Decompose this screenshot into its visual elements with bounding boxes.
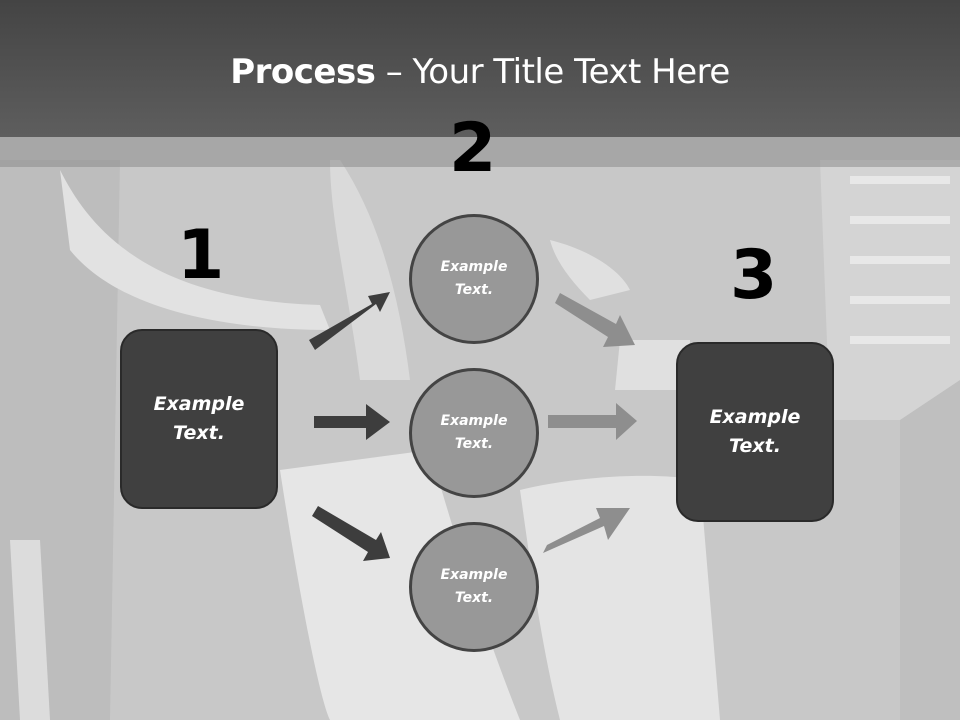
circle-text: Example Text. xyxy=(440,259,508,298)
step-number-2: 2 xyxy=(449,109,497,188)
arrow-icon xyxy=(309,292,390,350)
arrow-icon xyxy=(314,404,390,440)
step-number-3: 3 xyxy=(730,236,778,315)
title-bar: Process – Your Title Text Here xyxy=(0,0,960,137)
step-number-1: 1 xyxy=(177,216,225,295)
circle-text: Example Text. xyxy=(440,413,508,452)
step-3-text: Example Text. xyxy=(709,406,801,457)
title-band xyxy=(0,137,960,167)
arrow-icon xyxy=(312,506,390,561)
step-1-box[interactable]: Example Text. xyxy=(120,329,278,509)
title-bold: Process xyxy=(230,52,376,92)
circle-text: Example Text. xyxy=(440,567,508,606)
step-2-circle-middle[interactable]: Example Text. xyxy=(409,368,539,498)
arrow-icon xyxy=(548,403,637,440)
slide-title: Process – Your Title Text Here xyxy=(0,52,960,92)
step-1-text: Example Text. xyxy=(153,393,245,444)
step-3-box[interactable]: Example Text. xyxy=(676,342,834,522)
step-2-circle-bottom[interactable]: Example Text. xyxy=(409,522,539,652)
title-rest: – Your Title Text Here xyxy=(375,52,731,92)
arrow-icon xyxy=(555,293,635,347)
step-2-circle-top[interactable]: Example Text. xyxy=(409,214,539,344)
arrow-icon xyxy=(543,508,630,553)
